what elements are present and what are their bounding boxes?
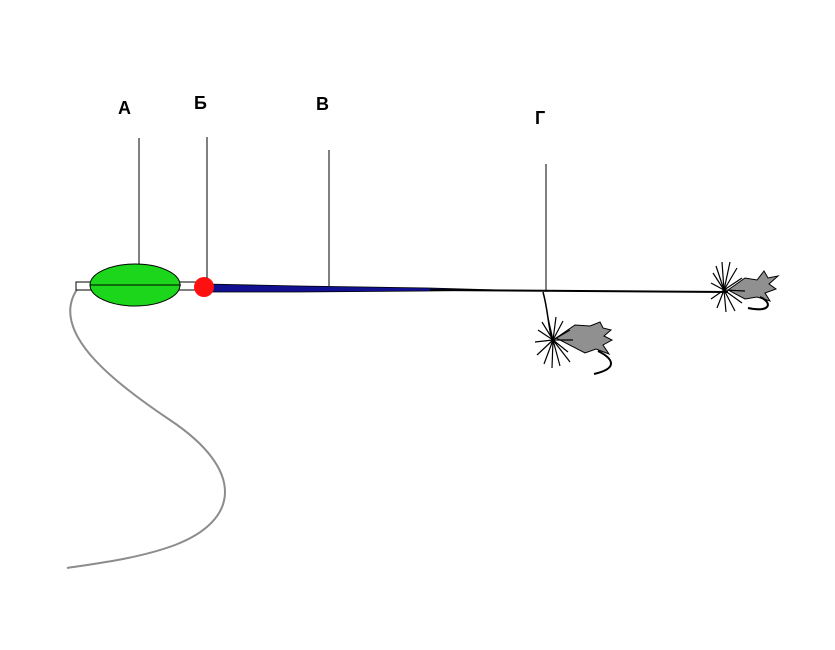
- end-fly-hackle: [710, 261, 746, 313]
- backing-line: [66, 287, 226, 569]
- label-v: В: [316, 94, 329, 114]
- tippet-line: [429, 289, 729, 293]
- label-a: А: [118, 98, 131, 118]
- bead-stopper: [194, 277, 214, 297]
- dropper-fly-hackle: [534, 316, 573, 369]
- dropper-fly: [534, 316, 614, 375]
- end-fly: [710, 261, 780, 313]
- dropper-line: [542, 291, 553, 341]
- label-g: Г: [535, 108, 545, 128]
- dropper-fly-tail: [593, 350, 612, 375]
- end-fly-tail: [747, 296, 769, 311]
- end-fly-body: [727, 270, 780, 302]
- label-b: Б: [194, 93, 207, 113]
